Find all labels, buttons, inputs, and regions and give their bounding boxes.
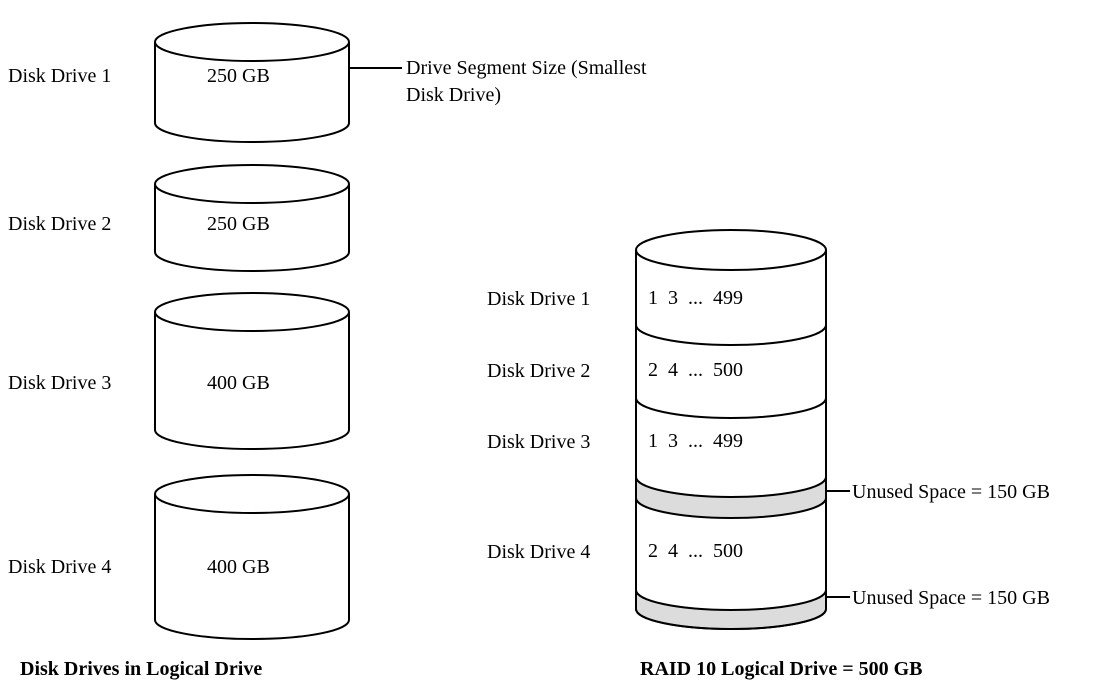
disk-size-2: 250 GB (207, 213, 270, 235)
disk-label-1: Disk Drive 1 (8, 65, 111, 87)
unused-space-band-2 (637, 590, 825, 628)
raid-disk-label-3: Disk Drive 3 (487, 431, 590, 453)
disk-label-3: Disk Drive 3 (8, 372, 111, 394)
raid-block-sequence-3: 1 3 ... 499 (648, 430, 743, 452)
disk-label-2: Disk Drive 2 (8, 213, 111, 235)
disk-size-1: 250 GB (207, 65, 270, 87)
segment-size-annotation-line2: Disk Drive) (406, 84, 501, 106)
disk-drive-cylinder-4 (154, 474, 350, 640)
disk-label-4: Disk Drive 4 (8, 556, 111, 578)
raid-block-sequence-2: 2 4 ... 500 (648, 359, 743, 381)
disk-drive-cylinder-2 (154, 164, 350, 272)
right-caption: RAID 10 Logical Drive = 500 GB (640, 658, 923, 680)
disk-drive-cylinder-1 (154, 22, 350, 143)
raid-disk-label-4: Disk Drive 4 (487, 541, 590, 563)
unused-space-label-2: Unused Space = 150 GB (852, 587, 1050, 609)
raid-disk-label-2: Disk Drive 2 (487, 360, 590, 382)
raid-block-sequence-1: 1 3 ... 499 (648, 287, 743, 309)
disk-size-4: 400 GB (207, 556, 270, 578)
left-caption: Disk Drives in Logical Drive (20, 658, 262, 680)
segment-size-annotation-line1: Drive Segment Size (Smallest (406, 57, 647, 79)
raid-block-sequence-4: 2 4 ... 500 (648, 540, 743, 562)
raid-disk-label-1: Disk Drive 1 (487, 288, 590, 310)
disk-drive-cylinder-3 (154, 292, 350, 450)
unused-space-label-1: Unused Space = 150 GB (852, 481, 1050, 503)
raid-logical-drive-cylinder (635, 229, 827, 630)
disk-size-3: 400 GB (207, 372, 270, 394)
